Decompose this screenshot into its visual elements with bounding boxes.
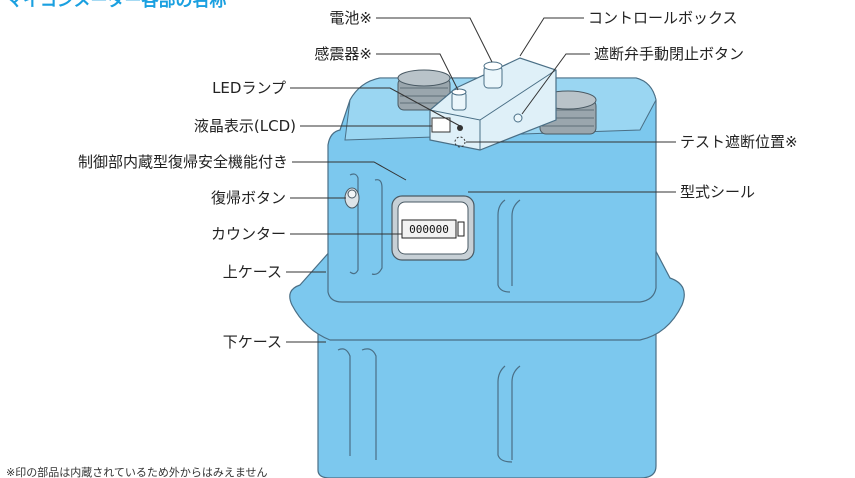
manual-shutoff-button[interactable] xyxy=(513,113,523,123)
reset-button[interactable] xyxy=(344,187,360,209)
gas-meter-illustration: 000000 xyxy=(289,57,685,478)
lcd-window xyxy=(431,117,451,133)
inlet-connector xyxy=(397,69,451,111)
label-shutoff-button: 遮断弁手動閉止ボタン xyxy=(594,45,744,63)
label-seismic-sensor: 感震器※ xyxy=(314,45,372,63)
seismic-sensor-part xyxy=(451,88,467,111)
label-upper-case: 上ケース xyxy=(223,263,282,281)
footnote: ※印の部品は内蔵されているため外からはみえません xyxy=(6,465,268,478)
battery-part xyxy=(483,61,503,89)
part-labels: 電池※ 感震器※ LEDランプ 液晶表示(LCD) 制御部内蔵型復帰安全機能付き… xyxy=(78,9,798,351)
lower-left-recess xyxy=(337,348,351,456)
upper-right-recess-2 xyxy=(511,199,521,286)
label-control-unit: 制御部内蔵型復帰安全機能付き xyxy=(78,153,288,171)
label-battery: 電池※ xyxy=(329,9,372,27)
label-reset-button: 復帰ボタン xyxy=(211,189,286,207)
upper-right-recess xyxy=(497,199,511,293)
upper-left-recess xyxy=(349,173,359,275)
control-box xyxy=(429,57,557,151)
lower-right-recess-2 xyxy=(511,365,521,460)
leader-lines xyxy=(286,17,676,343)
label-lower-case: 下ケース xyxy=(223,333,282,351)
label-led-lamp: LEDランプ xyxy=(212,79,286,97)
label-control-box: コントロールボックス xyxy=(588,9,738,27)
label-model-seal: 型式シール xyxy=(680,183,755,201)
label-counter: カウンター xyxy=(211,225,286,243)
lower-right-recess xyxy=(497,365,513,463)
lower-case-body xyxy=(317,299,657,478)
lower-left-recess-2 xyxy=(361,348,377,460)
test-shutoff-marker xyxy=(454,136,466,148)
upper-left-recess-2 xyxy=(371,179,383,275)
counter-panel: 000000 xyxy=(391,195,475,261)
counter-digits: 000000 xyxy=(409,223,449,236)
led-lamp xyxy=(457,125,463,131)
label-test-shutoff: テスト遮断位置※ xyxy=(680,133,798,151)
diagram-title: マイコンメーター各部の名称 xyxy=(6,0,227,11)
label-lcd: 液晶表示(LCD) xyxy=(194,117,296,135)
